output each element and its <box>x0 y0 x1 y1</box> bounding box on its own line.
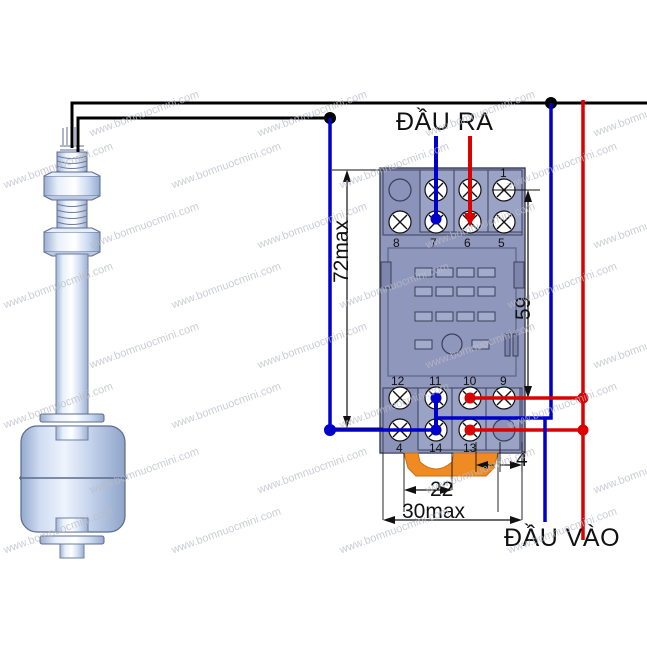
spring-clip <box>403 452 499 477</box>
junction-dot-red-lower <box>577 424 589 436</box>
terminal-11-connection <box>430 392 442 404</box>
dimension-59: 59 <box>512 296 535 320</box>
dimension-30max: 30max <box>402 500 466 523</box>
terminal-14-connection <box>430 424 442 436</box>
junction-dot-blue-bottom <box>324 424 336 436</box>
terminal-number-12: 12 <box>391 374 405 388</box>
wire-black-bottom <box>76 116 330 152</box>
terminal-number-14: 14 <box>429 441 443 455</box>
terminal-6-connection <box>464 213 476 227</box>
dim-72max <box>343 170 351 428</box>
terminal-number-6: 6 <box>464 236 471 250</box>
junction-dot-red-upper <box>577 392 589 404</box>
terminal-number-7: 7 <box>430 236 437 250</box>
socket-center-face <box>380 247 525 377</box>
stop-collar-top <box>39 413 105 423</box>
wire-black-top <box>70 101 647 148</box>
wire-blue-bus-right <box>436 103 553 420</box>
stop-collar-bottom <box>39 535 105 559</box>
terminal-10-connection <box>464 392 476 404</box>
terminal-number-13: 13 <box>463 441 477 455</box>
float-switch <box>19 126 127 559</box>
hex-nut-lower <box>43 227 101 257</box>
float-body <box>19 425 127 533</box>
dimension-4: 4 <box>516 448 528 471</box>
dim-4 <box>476 461 522 469</box>
terminal-number-1: 1 <box>500 166 507 180</box>
output-label: ĐẦU RA <box>396 108 494 136</box>
terminal-13-connection <box>464 424 476 436</box>
dim-59 <box>524 190 532 398</box>
threaded-stem-middle <box>56 199 88 231</box>
dimension-lines <box>332 169 540 524</box>
terminal-7-connection <box>430 213 442 225</box>
dim-22 <box>404 486 452 494</box>
hex-nut-upper <box>43 171 101 201</box>
wire-float-switch-leads <box>70 101 647 152</box>
input-label: ĐẦU VÀO <box>504 524 621 552</box>
stem-tube <box>55 253 89 421</box>
dim-30max <box>383 516 522 524</box>
dimension-72max: 72max <box>330 219 353 283</box>
terminal-number-5: 5 <box>498 236 505 250</box>
terminal-number-9: 9 <box>500 374 507 388</box>
dimension-22: 22 <box>430 478 454 501</box>
terminal-number-4: 4 <box>396 441 403 455</box>
terminal-number-10: 10 <box>463 374 477 388</box>
terminal-number-11: 11 <box>429 374 442 388</box>
threaded-stem <box>56 151 88 175</box>
terminal-number-8: 8 <box>393 236 400 250</box>
